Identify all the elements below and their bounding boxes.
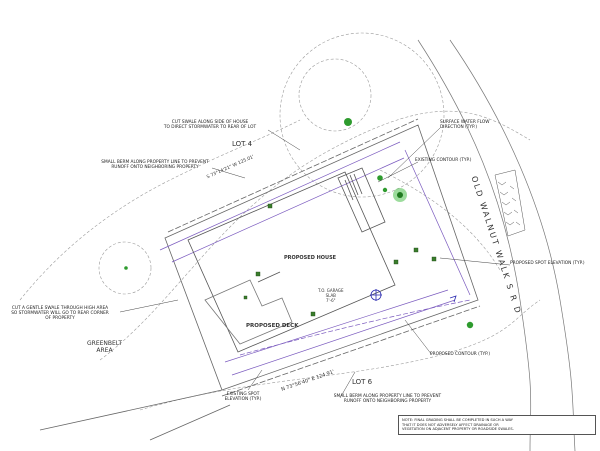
- existing-contour-ring-west: [98, 241, 152, 295]
- leader-line: [211, 167, 246, 179]
- grading-note: NOTE: FINAL GRADING SHALL BE COMPLETED I…: [398, 415, 596, 435]
- proposed-contour: [404, 149, 471, 296]
- existing-contour-ring-small: [298, 58, 372, 132]
- greenbelt-label: GREENBELT AREA: [87, 340, 122, 354]
- annotation-small-berm-top: SMALL BERM ALONG PROPERTY LINE TO PREVEN…: [101, 160, 209, 171]
- annotation-proposed-spot: PROPOSED SPOT ELEVATION (TYP.): [510, 261, 585, 266]
- tree-icon: [382, 187, 388, 193]
- lot-4-label: LOT 4: [232, 140, 253, 148]
- tree-trunk: [397, 192, 403, 198]
- property-line: [164, 124, 479, 391]
- existing-contour-line: [99, 110, 531, 361]
- existing-contour-ring-large: [279, 32, 445, 198]
- survey-target-icon: [370, 289, 382, 301]
- spot-marker: [310, 311, 316, 317]
- annotation-proposed-contour: PROPOSED CONTOUR (TYP.): [430, 352, 491, 357]
- leader-line: [339, 371, 356, 399]
- lot-line-west: [39, 389, 223, 431]
- property-line-offset: [221, 305, 481, 397]
- existing-contour-line: [139, 299, 541, 411]
- deck-outline: [204, 279, 293, 345]
- annotation-cut-gentle-swale: CUT A GENTLE SWALE THROUGH HIGH AREA SO …: [11, 306, 109, 322]
- annotation-small-berm-bottom: SMALL BERM ALONG PROPERTY LINE TO PREVEN…: [333, 394, 442, 405]
- riprap-area: [494, 169, 526, 237]
- spot-marker: [431, 256, 437, 262]
- road-edge-line: [417, 39, 532, 451]
- existing-contour-line: [379, 169, 501, 271]
- annotation-existing-spot: EXISTING SPOT ELEVATION (TYP.): [224, 392, 262, 403]
- tree-icon: [344, 118, 352, 126]
- trees: [124, 118, 474, 329]
- leader-line: [387, 127, 441, 179]
- porch-outline: [337, 167, 386, 233]
- spot-elevations: [243, 203, 437, 317]
- spot-marker: [243, 295, 248, 300]
- proposed-contour: [239, 299, 471, 356]
- leader-line: [404, 319, 433, 356]
- proposed-deck-label: PROPOSED DECK: [246, 323, 299, 329]
- spot-marker: [393, 259, 399, 265]
- property-boundary: [39, 118, 481, 441]
- leader-lines: [119, 127, 511, 399]
- road-edge: [417, 39, 576, 451]
- proposed-house-label: PROPOSED HOUSE: [284, 255, 337, 261]
- leader-line: [119, 299, 179, 313]
- house-footprint: [187, 167, 396, 353]
- tree-icon: [124, 266, 128, 270]
- lot-6-label: LOT 6: [352, 378, 373, 386]
- tree-icon: [377, 175, 383, 181]
- stair-lines: [344, 173, 363, 201]
- spot-marker: [267, 203, 273, 209]
- leader-line: [267, 129, 301, 151]
- annotation-surface-flow: SURFACE WATER FLOW DIRECTION (TYP.): [440, 120, 490, 131]
- proposed-contour: [231, 299, 456, 376]
- proposed-contour: [171, 157, 405, 263]
- spot-marker: [413, 247, 419, 253]
- tree-icon: [466, 321, 474, 329]
- garage-label: T.O. GARAGE SLAB 7'-6": [318, 288, 344, 303]
- flow-arrow-icon: [449, 295, 457, 303]
- lot-line-west: [149, 404, 231, 441]
- leader-line: [377, 161, 419, 183]
- leader-line: [247, 369, 263, 391]
- flow-markers: [370, 289, 457, 303]
- proposed-contour: [224, 289, 449, 363]
- proposed-contour: [159, 141, 401, 251]
- riprap-stones: [497, 181, 521, 226]
- leader-line: [439, 257, 511, 266]
- riprap-outline: [494, 169, 526, 237]
- property-line-offset: [167, 118, 419, 233]
- annotation-existing-contour: EXISTING CONTOUR (TYP.): [415, 158, 472, 163]
- annotation-cut-swale-side: CUT SWALE ALONG SIDE OF HOUSE TO DIRECT …: [163, 120, 257, 131]
- deck-edge: [257, 271, 281, 283]
- existing-contours: [19, 32, 541, 411]
- house-outline: [187, 171, 396, 353]
- spot-marker: [255, 271, 261, 277]
- road-edge-line: [449, 39, 576, 451]
